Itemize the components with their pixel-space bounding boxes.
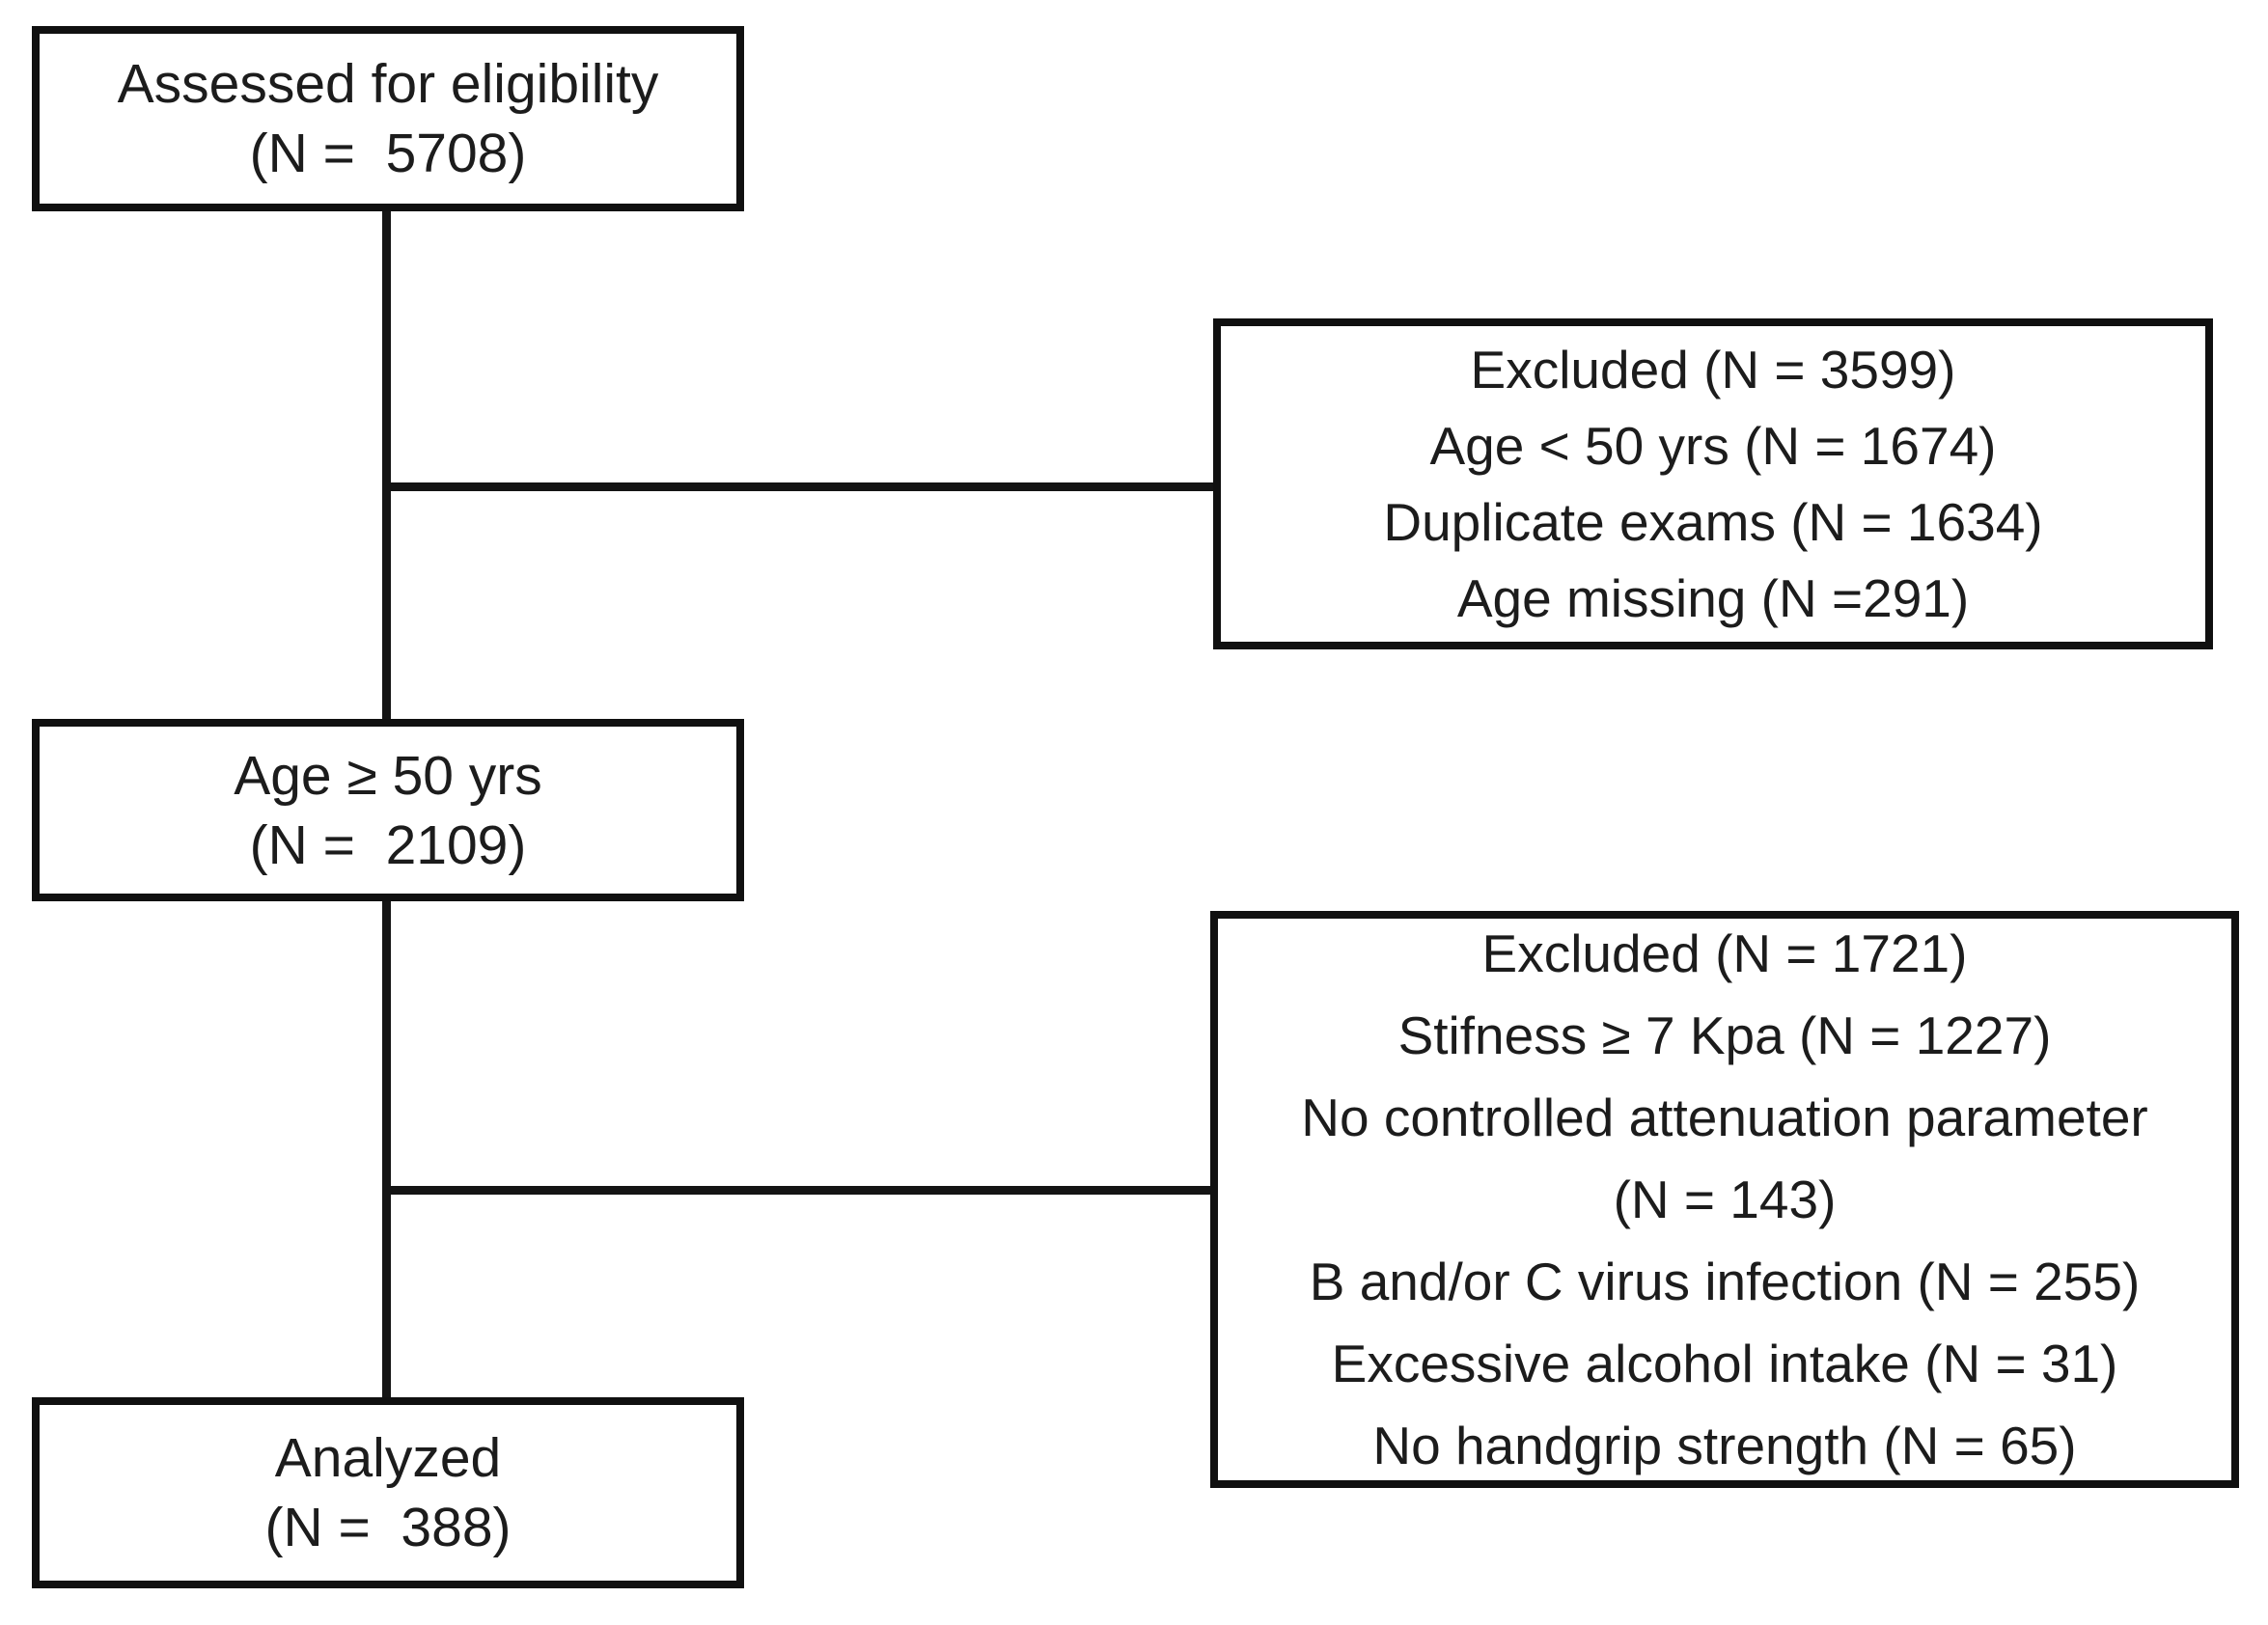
box-assessed-for-eligibility: Assessed for eligibility (N = 5708)	[32, 26, 744, 211]
connector-age50-to-analyzed	[382, 901, 391, 1397]
box-age-50-or-more: Age ≥ 50 yrs (N = 2109)	[32, 719, 744, 901]
excluded-first-total: Excluded (N = 3599)	[1470, 339, 1956, 399]
connector-branch-excluded-second	[391, 1186, 1210, 1195]
excluded-second-reason-stiffness: Stifness ≥ 7 Kpa (N = 1227)	[1397, 1005, 2052, 1065]
box-analyzed: Analyzed (N = 388)	[32, 1397, 744, 1588]
box-excluded-first: Excluded (N = 3599) Age < 50 yrs (N = 16…	[1213, 318, 2213, 649]
assessed-label: Assessed for eligibility	[117, 53, 659, 115]
analyzed-label: Analyzed	[274, 1427, 502, 1489]
excluded-second-total: Excluded (N = 1721)	[1481, 923, 1968, 983]
excluded-first-reason-age-missing: Age missing (N =291)	[1456, 567, 1970, 628]
excluded-second-reason-cap-count: (N = 143)	[1613, 1169, 1837, 1229]
excluded-first-reason-age: Age < 50 yrs (N = 1674)	[1429, 415, 1997, 476]
excluded-second-reason-virus: B and/or C virus infection (N = 255)	[1309, 1251, 2141, 1311]
assessed-count: (N = 5708)	[249, 123, 527, 184]
connector-assessed-to-age50	[382, 211, 391, 719]
excluded-second-reason-handgrip: No handgrip strength (N = 65)	[1372, 1415, 2077, 1475]
excluded-second-reason-alcohol: Excessive alcohol intake (N = 31)	[1331, 1333, 2118, 1393]
age50-count: (N = 2109)	[249, 813, 527, 876]
excluded-first-reason-duplicate: Duplicate exams (N = 1634)	[1383, 491, 2043, 552]
box-excluded-second: Excluded (N = 1721) Stifness ≥ 7 Kpa (N …	[1210, 911, 2239, 1488]
connector-branch-excluded-first	[391, 482, 1213, 491]
excluded-second-reason-cap: No controlled attenuation parameter	[1301, 1087, 2148, 1147]
analyzed-count: (N = 388)	[264, 1497, 512, 1558]
age50-label: Age ≥ 50 yrs	[234, 744, 542, 807]
